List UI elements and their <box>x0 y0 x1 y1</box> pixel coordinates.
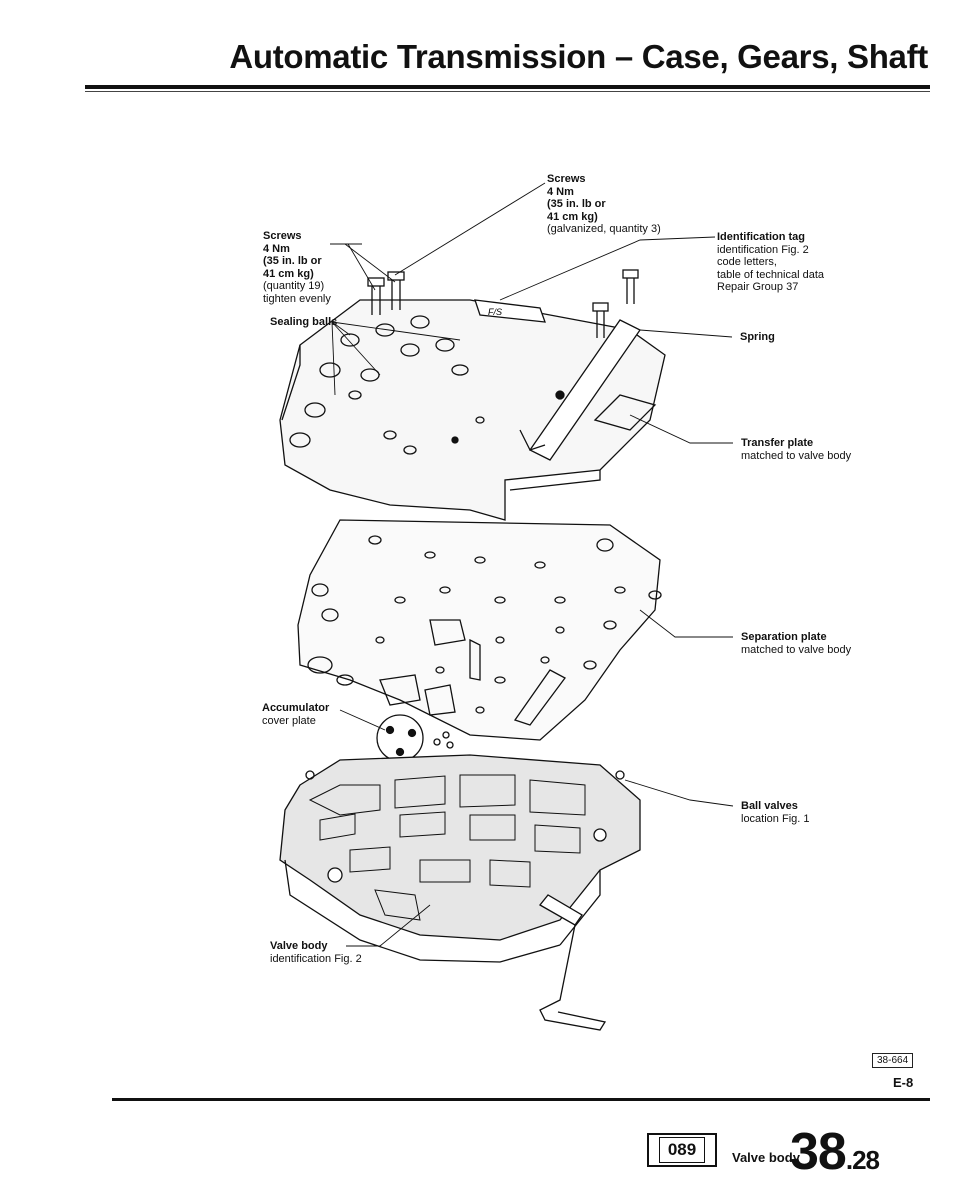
label-line: 4 Nm <box>547 185 574 198</box>
tag-text: F/S <box>488 307 502 317</box>
label-line: (quantity 19) <box>263 280 325 292</box>
page-code: E-8 <box>893 1075 914 1090</box>
screws-left-pair <box>367 271 405 315</box>
label-identification-tag: Identification tag identification Fig. 2… <box>717 231 824 294</box>
label-sealing-balls: Sealing balls <box>270 316 337 329</box>
label-line: table of technical data <box>717 268 825 281</box>
footer-rule <box>112 1098 930 1101</box>
identification-tag <box>474 299 546 323</box>
label-line: matched to valve body <box>741 643 852 656</box>
label-line: Repair Group 37 <box>717 281 799 293</box>
label-screws-left: Screws 4 Nm (35 in. lb or 41 cm kg) (qua… <box>263 230 331 305</box>
label-screws-top: Screws 4 Nm (35 in. lb or 41 cm kg) (gal… <box>547 173 661 236</box>
label-line: tighten evenly <box>263 292 331 305</box>
label-valve-body: Valve body identification Fig. 2 <box>270 940 362 965</box>
label-line: 41 cm kg) <box>547 210 598 223</box>
transfer-plate-outline <box>279 299 666 521</box>
page-title: Automatic Transmission – Case, Gears, Sh… <box>229 38 928 75</box>
label-screws-left-name: Screws <box>263 230 302 242</box>
label-line: identification Fig. 2 <box>717 243 809 256</box>
label-line: matched to valve body <box>741 449 852 462</box>
header-rule-thin <box>85 91 930 92</box>
label-screws-top-name: Screws <box>547 173 586 185</box>
label-spring: Spring <box>740 331 775 344</box>
label-sealing-balls-name: Sealing balls <box>270 316 338 328</box>
label-line: (35 in. lb or <box>547 198 606 210</box>
label-line: (galvanized, quantity 3) <box>547 223 661 235</box>
label-separation-plate: Separation plate matched to valve body <box>741 631 851 656</box>
leader-lines <box>330 182 734 947</box>
footer-section-title: Valve body <box>732 1150 800 1165</box>
screws-top <box>592 269 639 338</box>
figure-number: 38-664 <box>872 1053 914 1068</box>
label-line: code letters, <box>717 256 777 268</box>
model-code: 089 <box>658 1137 706 1163</box>
label-ball-valves: Ball valves location Fig. 1 <box>741 800 809 825</box>
label-transfer-plate: Transfer plate matched to valve body <box>741 437 851 462</box>
label-transfer-plate-name: Transfer plate <box>741 437 814 449</box>
label-ball-valves-name: Ball valves <box>741 800 798 812</box>
label-line: cover plate <box>262 714 316 727</box>
label-line: (35 in. lb or <box>263 255 322 267</box>
label-accumulator-name: Accumulator <box>262 702 330 714</box>
page-number: 38.28 <box>790 1122 880 1182</box>
label-line: location Fig. 1 <box>741 812 810 825</box>
valve-body-channels <box>308 774 586 921</box>
label-identification-tag-name: Identification tag <box>717 231 805 243</box>
label-valve-body-name: Valve body <box>270 940 328 952</box>
page-number-minor: .28 <box>845 1145 880 1175</box>
label-accumulator: Accumulator cover plate <box>262 702 329 727</box>
page-number-major: 38 <box>790 1123 847 1181</box>
separation-plate-holes <box>307 535 662 714</box>
label-line: 41 cm kg) <box>263 267 314 280</box>
separation-plate-outline <box>297 519 661 741</box>
label-line: identification Fig. 2 <box>270 952 362 965</box>
header-rule <box>85 85 930 89</box>
label-separation-plate-name: Separation plate <box>741 631 827 643</box>
valve-body-outline <box>279 754 641 941</box>
label-spring-name: Spring <box>740 331 775 343</box>
model-code-box: 089 <box>647 1133 717 1167</box>
label-line: 4 Nm <box>263 242 290 255</box>
transfer-plate-holes <box>289 315 485 455</box>
